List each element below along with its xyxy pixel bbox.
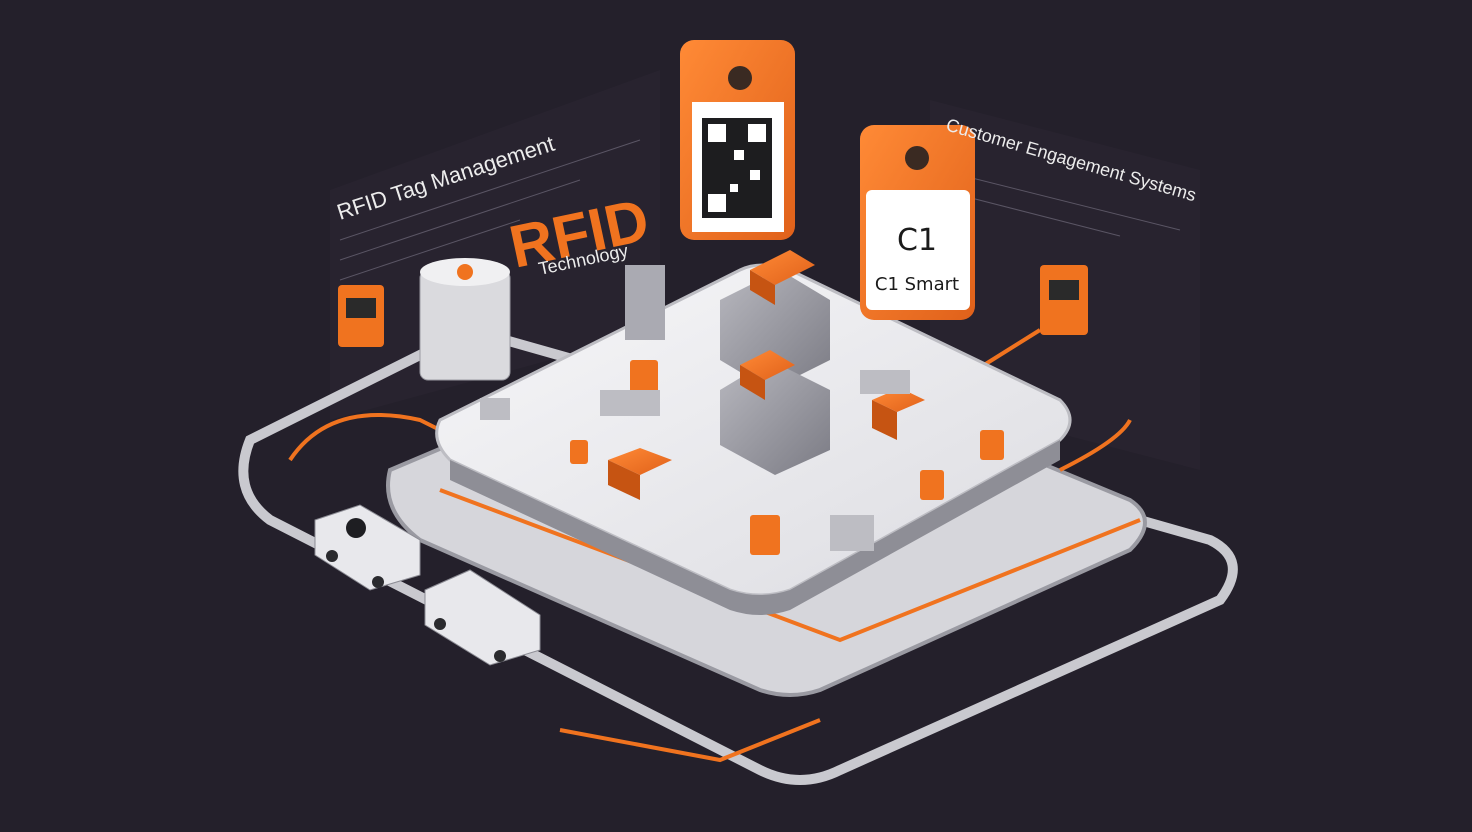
- delivery-truck-icon: [314, 504, 421, 591]
- delivery-truck-icon: [424, 569, 541, 666]
- c1-big-label: C1: [897, 223, 937, 258]
- package-box-icon: [608, 388, 925, 500]
- conveyor-belt-icon: [480, 370, 910, 551]
- warehouse-building-icon: [720, 250, 830, 390]
- left-info-panel: [330, 70, 660, 420]
- warehouse-building-icon: [720, 350, 830, 475]
- c1-smart-label: C1 Smart: [875, 274, 959, 295]
- server-stack-icon: [419, 258, 665, 381]
- c1-smart-tag-icon: C1 C1 Smart: [860, 125, 975, 320]
- rfid-reader-icon: [338, 265, 1088, 555]
- qr-code-tag-icon: [680, 40, 795, 240]
